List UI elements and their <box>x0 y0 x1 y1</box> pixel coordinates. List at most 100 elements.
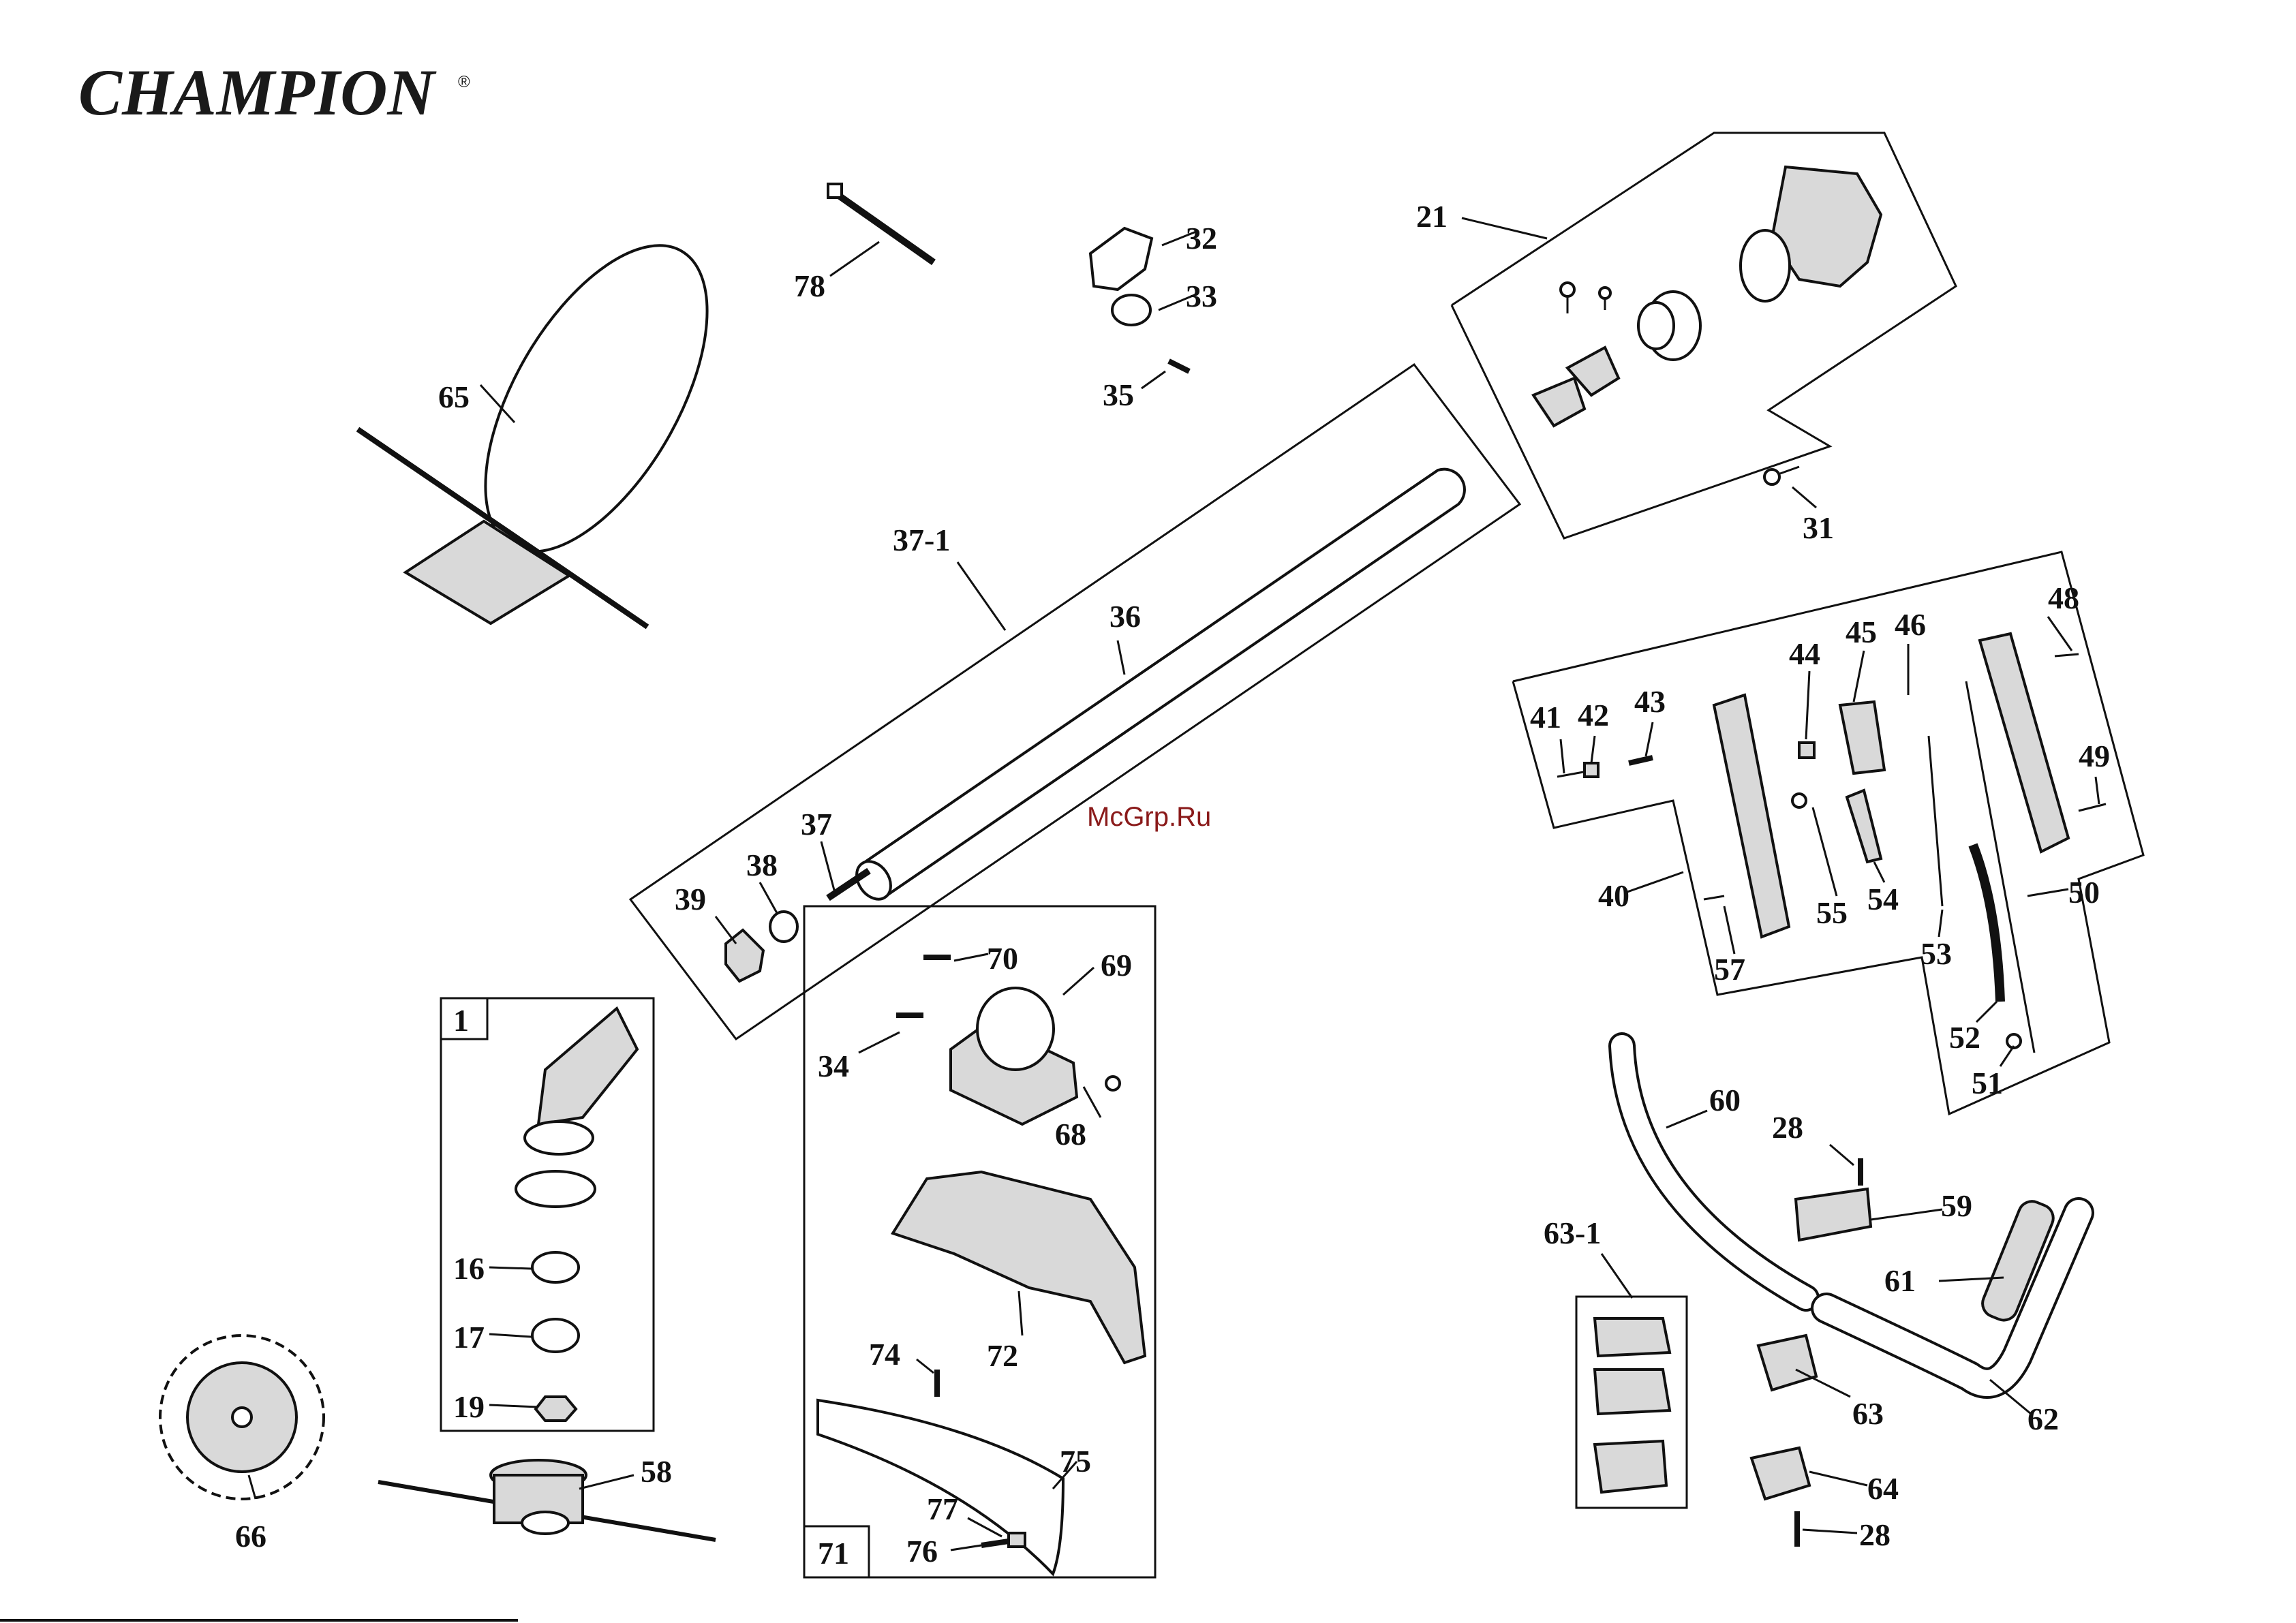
clamp-63-part <box>1758 1335 1816 1390</box>
bolt-31-part <box>1764 469 1779 484</box>
label-52: 52 <box>1949 1020 1980 1055</box>
clamp-59-part <box>1796 1189 1871 1240</box>
leader-63-1 <box>1602 1254 1632 1298</box>
leader-45 <box>1854 651 1864 702</box>
label-54: 54 <box>1867 882 1899 916</box>
label-37: 37 <box>801 807 832 841</box>
blade-66-hub <box>232 1408 251 1427</box>
label-43: 43 <box>1634 684 1666 719</box>
label-32: 32 <box>1186 221 1217 256</box>
guard-72-part <box>893 1172 1145 1363</box>
screw-35-part <box>1169 361 1189 371</box>
logo-text: CHAMPION <box>78 56 437 129</box>
label-57: 57 <box>1714 952 1745 987</box>
label-45: 45 <box>1846 615 1877 649</box>
washer-17-part <box>532 1319 579 1352</box>
wire-53-part <box>1929 736 1942 906</box>
bolt-31-shaft <box>1780 467 1799 474</box>
spring-52-part <box>1973 845 2000 1002</box>
leader-63 <box>1796 1370 1850 1397</box>
label-55: 55 <box>1816 895 1848 930</box>
washer-68-part <box>1106 1077 1120 1090</box>
blade-77-part <box>1009 1533 1025 1547</box>
leader-34 <box>859 1032 900 1053</box>
leader-35 <box>1142 371 1165 388</box>
watermark: McGrp.Ru <box>1087 802 1211 832</box>
spring-43-part <box>1629 758 1653 763</box>
screw-49-part <box>2079 804 2106 811</box>
leader-69 <box>1063 968 1094 995</box>
housing-bushing-inner <box>1638 303 1674 349</box>
label-53: 53 <box>1920 936 1952 971</box>
spring-55-part <box>1792 794 1806 807</box>
label-61: 61 <box>1884 1263 1916 1298</box>
label-35: 35 <box>1103 377 1134 412</box>
screw-76-part <box>981 1541 1009 1545</box>
leader-28a <box>1830 1145 1854 1165</box>
label-21: 21 <box>1416 199 1448 234</box>
cable-tie-78-band <box>835 193 934 262</box>
tube-box-outline <box>630 365 1520 1039</box>
label-37-1: 37-1 <box>893 523 950 557</box>
leader-39 <box>716 916 736 944</box>
label-48: 48 <box>2048 581 2079 615</box>
leader-44 <box>1806 671 1809 739</box>
leader-72 <box>1019 1291 1022 1335</box>
label-76: 76 <box>906 1534 938 1568</box>
trimmer-head-knob <box>522 1512 568 1534</box>
label-50: 50 <box>2068 875 2100 910</box>
label-59: 59 <box>1941 1188 1972 1223</box>
leader-68 <box>1084 1087 1101 1117</box>
pin-44-part <box>1799 743 1814 758</box>
label-16: 16 <box>453 1251 485 1286</box>
leader-43 <box>1646 722 1653 756</box>
champion-logo: CHAMPION ® <box>78 56 470 129</box>
registered-mark: ® <box>458 73 470 91</box>
leader-41 <box>1561 739 1564 773</box>
cable-tie-78-head <box>828 184 842 198</box>
label-72: 72 <box>987 1338 1018 1373</box>
lever-54-part <box>1847 790 1881 862</box>
label-58: 58 <box>641 1454 672 1489</box>
label-28b: 28 <box>1859 1517 1891 1552</box>
leader-53 <box>1939 910 1942 937</box>
label-69: 69 <box>1101 948 1132 983</box>
label-49: 49 <box>2079 739 2110 773</box>
guard-bracket-collar <box>977 988 1054 1070</box>
leader-74 <box>917 1359 934 1373</box>
throttle-cover-part <box>1980 634 2068 852</box>
leader-51 <box>2000 1046 2014 1066</box>
label-46: 46 <box>1895 607 1926 642</box>
group-21-housing <box>1452 133 1956 538</box>
leader-37-1 <box>958 562 1005 630</box>
label-40: 40 <box>1598 878 1629 913</box>
clamp-64-part <box>1751 1448 1809 1499</box>
leader-16 <box>489 1267 532 1269</box>
label-75: 75 <box>1060 1444 1091 1479</box>
throttle-housing-40-part <box>1714 695 1789 937</box>
label-64: 64 <box>1867 1471 1899 1506</box>
bushing-38-part <box>770 912 797 942</box>
label-66: 66 <box>235 1519 266 1554</box>
label-44: 44 <box>1789 636 1820 671</box>
leader-48 <box>2048 617 2072 651</box>
gearhead-washer <box>516 1171 595 1207</box>
leader-52 <box>1976 1002 1997 1022</box>
label-17: 17 <box>453 1320 485 1355</box>
leader-78 <box>830 242 879 276</box>
leader-54 <box>1874 862 1884 882</box>
leader-59 <box>1871 1209 1942 1220</box>
leader-49 <box>2096 777 2099 804</box>
group-40-throttle <box>1513 552 2143 1114</box>
housing-neck <box>1741 230 1790 301</box>
label-28a: 28 <box>1772 1110 1803 1145</box>
group-71-guard <box>804 906 1155 1577</box>
gearhead-body <box>538 1008 637 1124</box>
label-62: 62 <box>2027 1402 2059 1436</box>
label-34: 34 <box>818 1049 849 1083</box>
label-63-1: 63-1 <box>1544 1216 1601 1250</box>
screw-48-part <box>2055 654 2079 656</box>
nut-19-part <box>536 1397 576 1421</box>
group-37-1-tube <box>630 365 1520 1039</box>
leader-64 <box>1809 1472 1867 1485</box>
